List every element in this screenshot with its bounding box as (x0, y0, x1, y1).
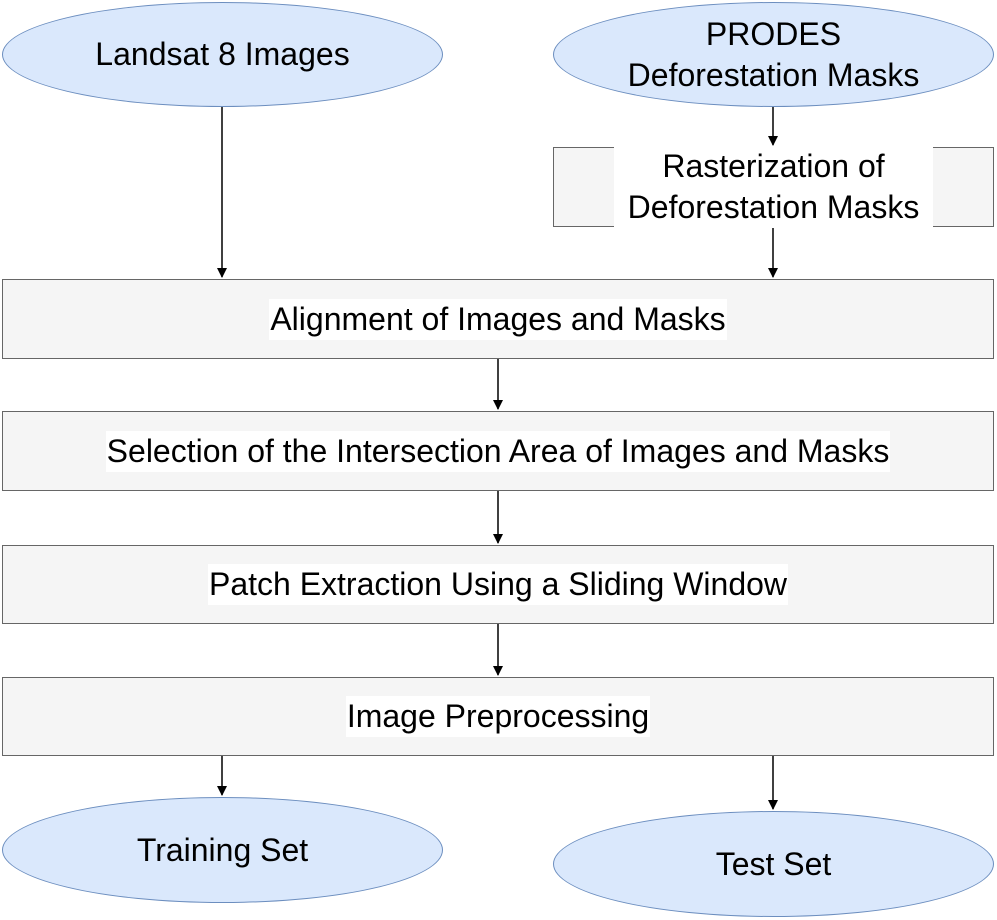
landsat-images-label: Landsat 8 Images (95, 36, 350, 72)
test-set-label: Test Set (715, 845, 832, 882)
test-set-node: Test Set (553, 811, 994, 917)
training-set-node: Training Set (2, 797, 443, 903)
rasterization-label: Rasterization of Deforestation Masks (614, 146, 933, 228)
rasterization-step: Rasterization of Deforestation Masks (553, 146, 994, 228)
alignment-step: Alignment of Images and Masks (2, 279, 994, 359)
preprocessing-label: Image Preprocessing (345, 696, 651, 737)
training-set-label: Training Set (136, 831, 309, 868)
preprocessing-step: Image Preprocessing (2, 677, 994, 756)
prodes-masks-label: PRODES Deforestation Masks (627, 15, 920, 93)
prodes-masks-node: PRODES Deforestation Masks (553, 2, 994, 107)
alignment-label: Alignment of Images and Masks (269, 298, 727, 340)
selection-step: Selection of the Intersection Area of Im… (2, 411, 994, 491)
landsat-images-node: Landsat 8 Images (2, 2, 443, 107)
patch-extraction-label: Patch Extraction Using a Sliding Window (207, 564, 789, 605)
selection-label: Selection of the Intersection Area of Im… (105, 430, 891, 472)
patch-extraction-step: Patch Extraction Using a Sliding Window (2, 545, 994, 624)
